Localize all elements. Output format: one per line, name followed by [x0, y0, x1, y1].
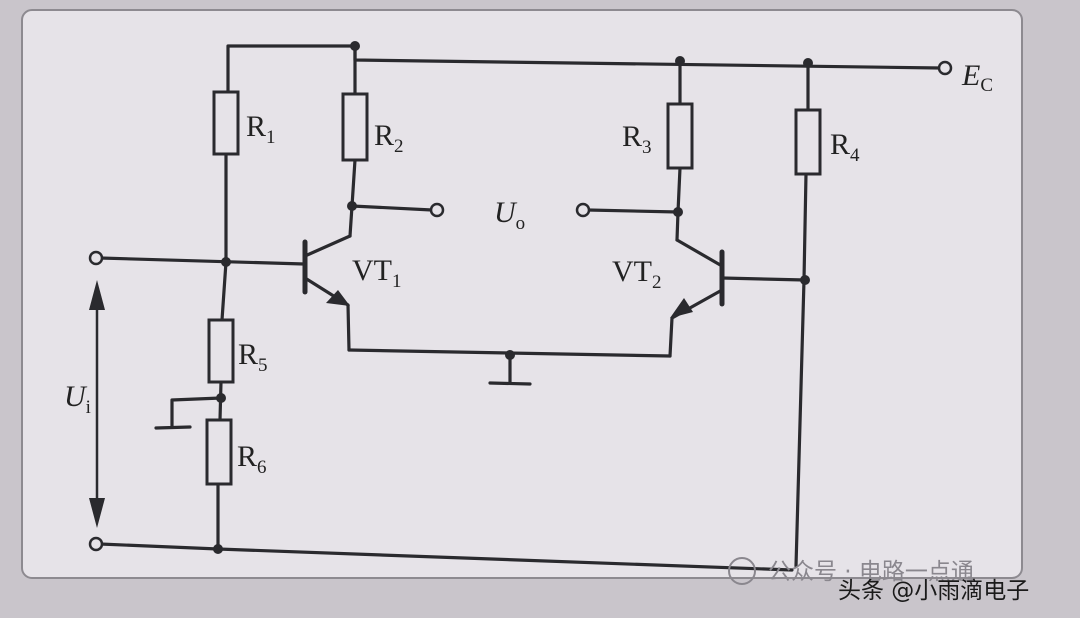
- label-vt2: VT2: [612, 255, 662, 293]
- junction-dot: [221, 257, 231, 267]
- uo-terminal-left: [429, 202, 445, 218]
- resistor-r2: [341, 92, 369, 162]
- vt2-output-wire: [586, 208, 680, 214]
- vt2-collector-lead: [675, 238, 724, 268]
- uo-terminal-right: [575, 202, 591, 218]
- junction-dot: [347, 201, 357, 211]
- arrow-down-icon: [89, 498, 105, 528]
- label-r5: R5: [238, 338, 268, 376]
- tap-ground-wire: [154, 396, 223, 430]
- resistor-r3: [666, 102, 694, 170]
- vt2-emitter-lead: [668, 288, 724, 358]
- label-r4: R4: [830, 128, 860, 166]
- resistor-r5: [207, 318, 235, 384]
- figure-frame: [21, 9, 1023, 579]
- watermark-account: 公众号 · 电路一点通: [768, 559, 974, 585]
- ec-terminal: [937, 60, 953, 76]
- vt2-emitter-arrow-icon: [670, 298, 693, 318]
- label-r3: R3: [622, 120, 652, 158]
- junction-dot: [803, 58, 813, 68]
- label-ec: EC: [961, 59, 993, 96]
- junction-dot: [800, 275, 810, 285]
- vt1-output-wire: [350, 204, 434, 212]
- junction-dot: [505, 350, 515, 360]
- junction-dot: [350, 41, 360, 51]
- label-r6: R6: [237, 440, 267, 478]
- junction-dot: [673, 207, 683, 217]
- junction-dot: [675, 56, 685, 66]
- common-ground-wire: [488, 354, 532, 386]
- junction-dot: [213, 544, 223, 554]
- watermark: 公众号 · 电路一点通 头条 @小雨滴电子: [728, 557, 1029, 604]
- vt1-emitter-arrow-icon: [326, 290, 350, 306]
- input-base-wire: [98, 256, 306, 266]
- resistor-r1: [212, 90, 240, 156]
- label-r2: R2: [374, 119, 404, 157]
- arrow-up-icon: [89, 280, 105, 310]
- resistor-r4: [794, 108, 822, 176]
- label-r1: R1: [246, 110, 276, 148]
- wechat-icon: [728, 557, 756, 585]
- vt2-base-wire: [720, 276, 807, 282]
- label-vt1: VT1: [352, 254, 402, 292]
- label-ui: Ui: [64, 380, 91, 418]
- junction-dot: [216, 393, 226, 403]
- watermark-author: 头条 @小雨滴电子: [838, 578, 1029, 604]
- input-terminal-top: [88, 250, 104, 266]
- resistor-r6: [205, 418, 233, 486]
- input-terminal-bottom: [88, 536, 104, 552]
- vt1-collector-lead: [303, 234, 352, 258]
- label-uo: Uo: [494, 196, 525, 234]
